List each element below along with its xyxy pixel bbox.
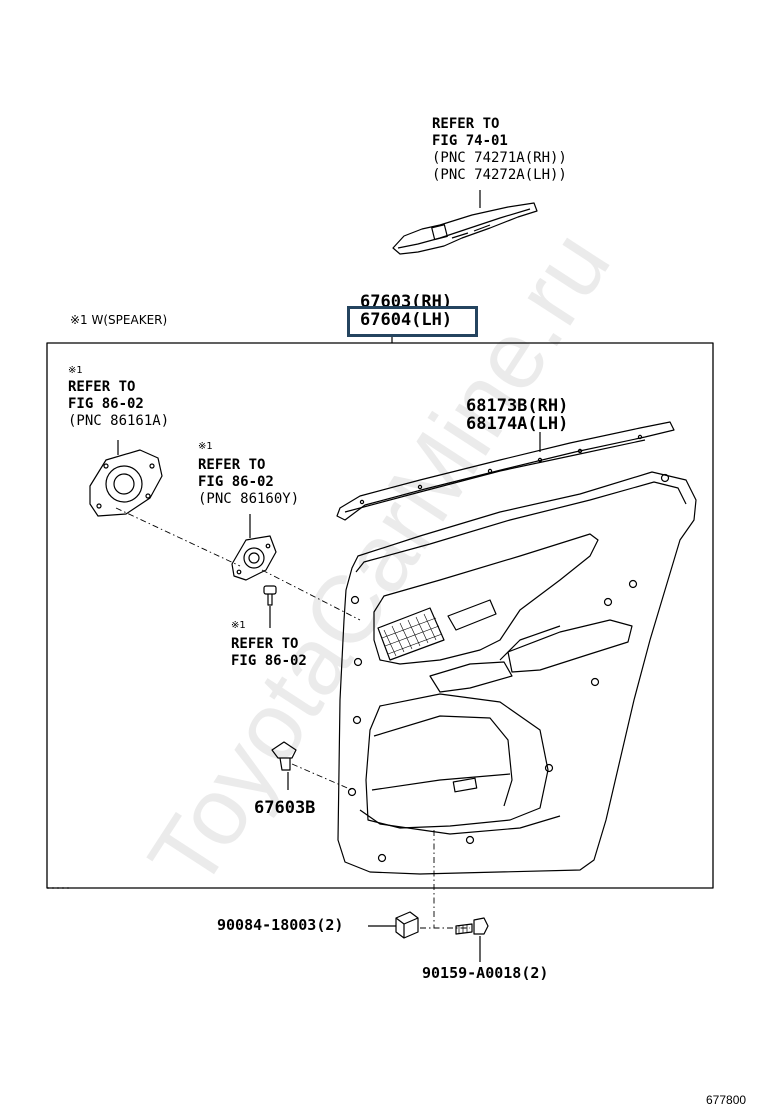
part-number-highlight[interactable] [347, 306, 478, 337]
bolt-b-part-number[interactable]: 90159-A0018(2) [422, 964, 549, 982]
speaker-b-line2: FIG 86-02 [198, 474, 274, 490]
bolt-nut-icon [368, 911, 419, 939]
speaker-a-mark: ※1 [68, 365, 83, 376]
speaker-b-mark: ※1 [198, 441, 213, 452]
screw-mark: ※1 [231, 620, 246, 631]
speaker-icon [89, 440, 163, 517]
screw-line2: FIG 86-02 [231, 653, 307, 669]
speaker-b-line1: REFER TO [198, 457, 266, 473]
bolt-a-part-number[interactable]: 90084-18003(2) [217, 916, 344, 934]
figure-id: 677800 [706, 1093, 747, 1107]
screw-icon [263, 585, 277, 628]
weatherstrip-rh[interactable]: 68173B(RH) [466, 396, 569, 416]
tweeter-icon [231, 514, 277, 581]
armrest-switch-base-icon [392, 190, 538, 255]
header-ref-line1: REFER TO [432, 116, 500, 132]
weatherstrip-icon [336, 421, 675, 521]
part-number-lh[interactable]: 67604(LH) [360, 310, 453, 330]
screw-bolt-icon [455, 917, 489, 962]
door-trim-panel-icon [337, 471, 697, 875]
speaker-a-line3: (PNC 86161A) [68, 413, 170, 429]
clip-icon [271, 741, 297, 790]
screw-line1: REFER TO [231, 636, 299, 652]
board-frame [46, 342, 714, 889]
header-ref-line3: (PNC 74271A(RH)) [432, 150, 567, 166]
clip-part-number[interactable]: 67603B [254, 798, 316, 818]
speaker-a-line2: FIG 86-02 [68, 396, 144, 412]
header-ref-line2: FIG 74-01 [432, 133, 508, 149]
header-ref-line4: (PNC 74272A(LH)) [432, 167, 567, 183]
speaker-b-line3: (PNC 86160Y) [198, 491, 300, 507]
speaker-note: ※1 W(SPEAKER) [70, 313, 168, 327]
speaker-a-line1: REFER TO [68, 379, 136, 395]
weatherstrip-lh[interactable]: 68174A(LH) [466, 414, 569, 434]
